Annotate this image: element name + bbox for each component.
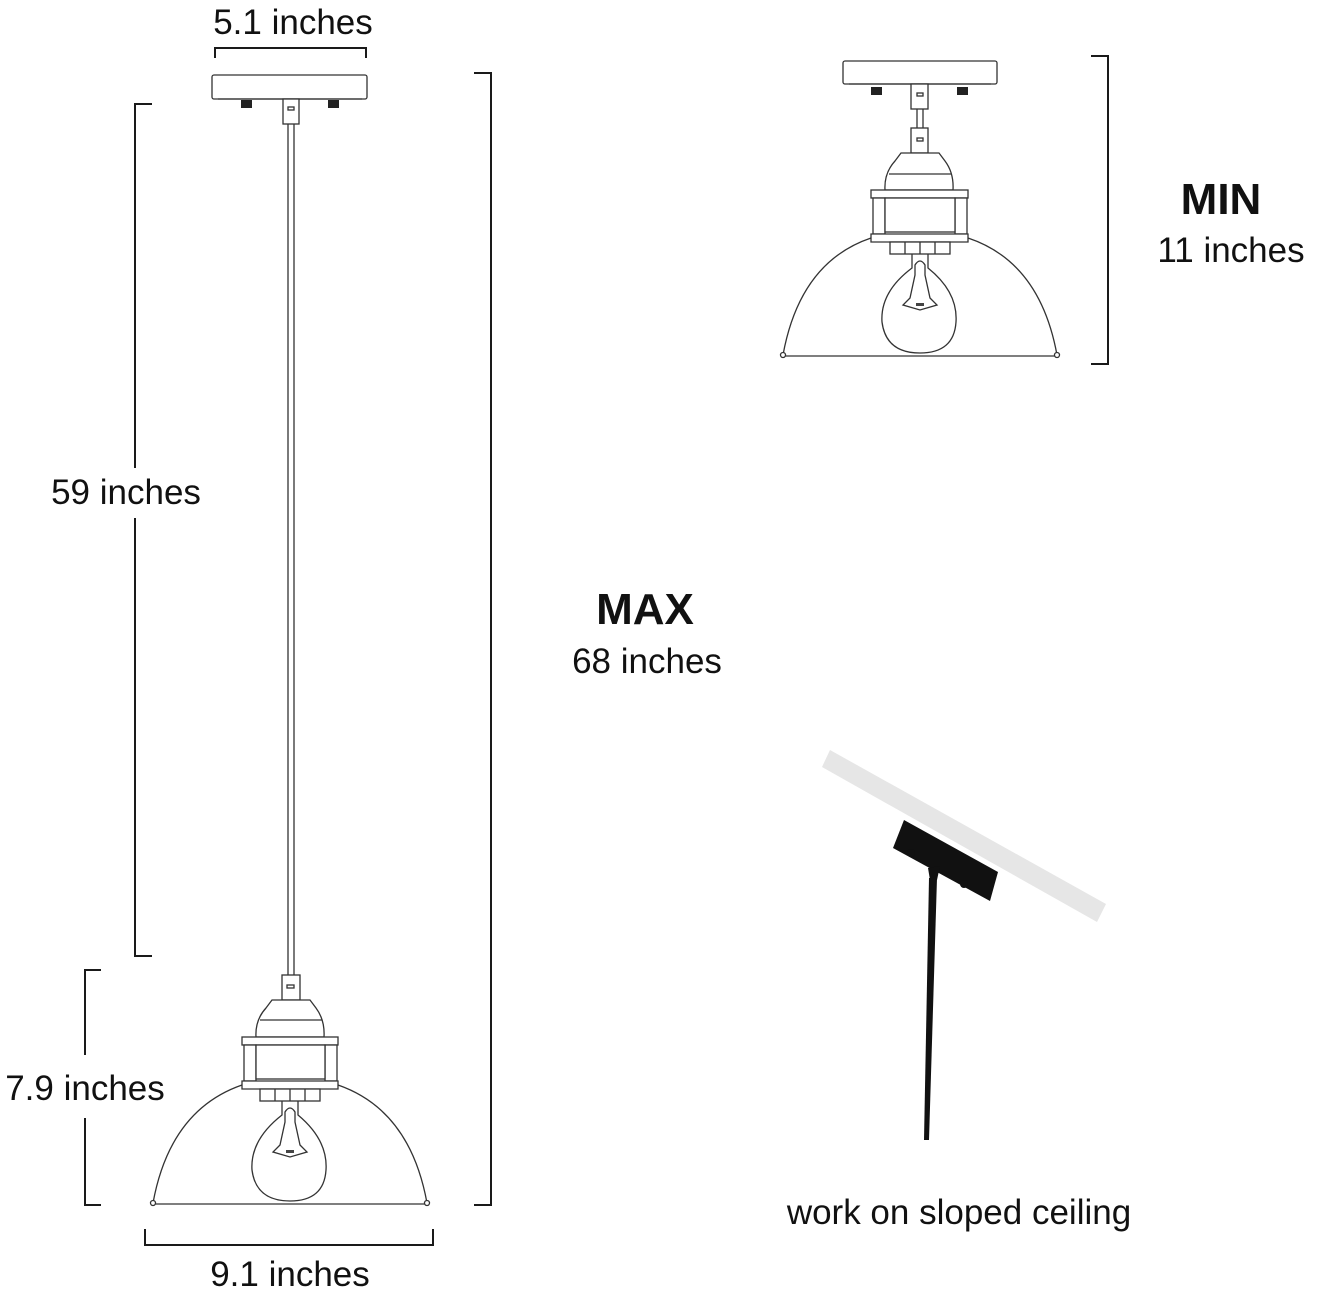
cord-length-label: 59 inches (51, 473, 201, 512)
canopy-width-dimension-line (214, 47, 367, 58)
shade-width-label: 9.1 inches (210, 1255, 370, 1294)
shade-height-label: 7.9 inches (5, 1069, 165, 1108)
sloped-ceiling-caption: work on sloped ceiling (786, 1193, 1132, 1232)
sloped-ceiling-illustration (822, 750, 1106, 1140)
max-heading: MAX (596, 585, 694, 634)
min-length-value: 11 inches (1157, 231, 1305, 270)
pendant-shade-icon (149, 974, 431, 1207)
canopy-icon (211, 74, 368, 125)
min-length-pendant (779, 55, 1109, 365)
shade-height-dimension-line (84, 969, 101, 1055)
sloped-cord-icon (924, 878, 937, 1140)
ceiling-slab (822, 750, 1106, 922)
sloped-canopy-icon (893, 820, 998, 901)
bulb-icon (881, 254, 957, 354)
max-length-value: 68 inches (572, 642, 722, 681)
max-length-pendant (84, 47, 492, 1246)
canopy-width-label: 5.1 inches (213, 3, 373, 42)
total-height-dimension-line (474, 72, 492, 1206)
min-heading: MIN (1180, 175, 1262, 224)
cord-icon (287, 124, 295, 975)
shade-width-dimension-line (144, 1229, 434, 1246)
canopy-icon (842, 60, 998, 154)
cord-length-dimension-line (134, 103, 152, 468)
bulb-icon (251, 1101, 327, 1202)
min-height-dimension-line (1091, 55, 1109, 365)
pendant-shade-icon (779, 152, 1061, 359)
